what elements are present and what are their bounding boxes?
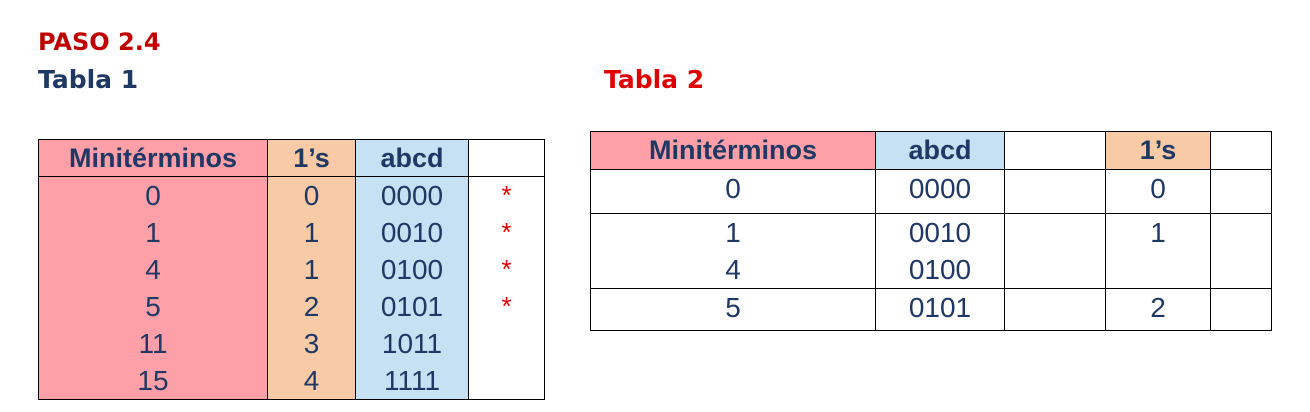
- table1-title: Tabla 1: [38, 65, 139, 94]
- table2-minterm: 1: [725, 217, 741, 248]
- table2-header-empty: [1210, 131, 1272, 170]
- table2-abcd: 0000: [908, 173, 972, 204]
- table1-cell-abcd: 0000: [355, 176, 469, 214]
- table1-cell-minterm: 5: [38, 288, 268, 325]
- table2-title: Tabla 2: [604, 65, 705, 94]
- table1-cell-minterm: 1: [38, 214, 268, 251]
- table2-cell-abcd: 0101: [875, 288, 1005, 331]
- table1-cell-mark: [468, 362, 545, 400]
- table1-cell-abcd: 1011: [355, 325, 469, 362]
- table2-cell-minterms: 0: [590, 169, 876, 214]
- table1-cell-ones: 4: [267, 362, 356, 400]
- table1-row: 11 3 1011: [38, 325, 545, 362]
- table1-cell-ones: 0: [267, 176, 356, 214]
- table1-cell-minterm: 4: [38, 251, 268, 288]
- table2-cell-abcd: 0010 0100: [875, 213, 1005, 289]
- table2-cell-empty: [1004, 169, 1106, 214]
- table1-row: 1 1 0010 *: [38, 214, 545, 251]
- table1-row: 4 1 0100 *: [38, 251, 545, 288]
- table1-cell-mark: *: [468, 214, 545, 251]
- table2-header-empty: [1004, 131, 1106, 170]
- table1-cell-minterm: 11: [38, 325, 268, 362]
- table2-minterm: 5: [725, 292, 741, 323]
- table1-cell-minterm: 15: [38, 362, 268, 400]
- table1-cell-ones: 2: [267, 288, 356, 325]
- table2-abcd: 0010: [908, 217, 972, 248]
- table2-abcd: 0100: [908, 254, 972, 285]
- table2-cell-ones: 0: [1105, 169, 1211, 214]
- table1-cell-abcd: 1111: [355, 362, 469, 400]
- table2-group: 0 0000 0: [590, 169, 1272, 214]
- table2-group: 5 0101 2: [590, 288, 1272, 331]
- table2-header-minterms: Minitérminos: [590, 131, 876, 170]
- table1-header-mark: [468, 139, 545, 177]
- table1-header-minterms: Minitérminos: [38, 139, 268, 177]
- table1-row: 0 0 0000 *: [38, 176, 545, 214]
- table1-cell-mark: *: [468, 176, 545, 214]
- table1-cell-mark: *: [468, 251, 545, 288]
- table2-cell-empty: [1004, 213, 1106, 289]
- table2-abcd: 0101: [908, 292, 972, 323]
- table1: Minitérminos 1’s abcd 0 0 0000 * 1 1 001…: [38, 139, 545, 400]
- table1-cell-abcd: 0010: [355, 214, 469, 251]
- table1-header-ones: 1’s: [267, 139, 356, 177]
- table2-cell-minterms: 5: [590, 288, 876, 331]
- table2-header-abcd: abcd: [875, 131, 1005, 170]
- table1-cell-mark: [468, 325, 545, 362]
- table2-cell-empty: [1210, 169, 1272, 214]
- table2-minterm: 0: [725, 173, 741, 204]
- table2-header-row: Minitérminos abcd 1’s: [590, 131, 1272, 170]
- table1-cell-abcd: 0101: [355, 288, 469, 325]
- table1-cell-mark: *: [468, 288, 545, 325]
- table1-cell-ones: 3: [267, 325, 356, 362]
- table1-cell-ones: 1: [267, 214, 356, 251]
- table2-header-ones: 1’s: [1105, 131, 1211, 170]
- step-heading: PASO 2.4: [38, 28, 161, 56]
- table1-header-row: Minitérminos 1’s abcd: [38, 139, 545, 177]
- table1-row: 5 2 0101 *: [38, 288, 545, 325]
- table2-minterm: 4: [725, 254, 741, 285]
- table2-cell-ones: 2: [1105, 288, 1211, 331]
- table2-cell-empty: [1210, 213, 1272, 289]
- table2-cell-abcd: 0000: [875, 169, 1005, 214]
- table2-cell-empty: [1210, 288, 1272, 331]
- table1-header-abcd: abcd: [355, 139, 469, 177]
- table2-cell-empty: [1004, 288, 1106, 331]
- table1-cell-abcd: 0100: [355, 251, 469, 288]
- table1-row: 15 4 1111: [38, 362, 545, 400]
- table1-cell-ones: 1: [267, 251, 356, 288]
- table1-cell-minterm: 0: [38, 176, 268, 214]
- table2-cell-ones: 1: [1105, 213, 1211, 289]
